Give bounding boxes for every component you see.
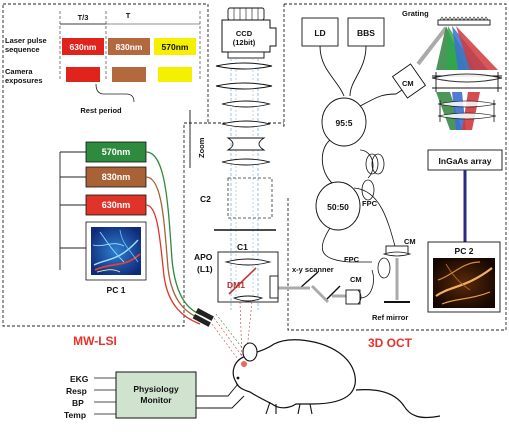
physiology-monitor: Physiology Monitor EKG Resp BP Temp bbox=[64, 371, 245, 420]
t-label: T bbox=[126, 11, 131, 20]
timing-diagram: T/3 T Laser pulse sequence Camera exposu… bbox=[5, 11, 201, 115]
ld-box bbox=[301, 17, 339, 47]
coupler-95-5-label: 95:5 bbox=[335, 118, 352, 128]
mouse bbox=[232, 339, 441, 419]
exposure-630 bbox=[66, 67, 100, 82]
input-bp: BP bbox=[72, 398, 84, 408]
pulse-label-630: 630nm bbox=[70, 42, 97, 52]
pulse-570 bbox=[154, 38, 196, 55]
oct-system: LD BBS 95:5 50:50 FPC FPC CM Ref mirror bbox=[269, 9, 503, 322]
bbs-label: BBS bbox=[357, 28, 375, 38]
ccd-label-1: CCD bbox=[236, 29, 253, 38]
coupler-50-50 bbox=[315, 181, 361, 231]
coupler-95-5 bbox=[321, 97, 367, 147]
pc1-monitor: PC 1 bbox=[85, 221, 147, 295]
oct-label: 3D OCT bbox=[368, 336, 413, 350]
mwlsi-frame bbox=[2, 3, 209, 327]
laser-630-label: 630nm bbox=[102, 200, 131, 210]
pc2-label: PC 2 bbox=[455, 246, 474, 256]
cm-sample-label: CM bbox=[350, 275, 362, 284]
ref-mirror-label: Ref mirror bbox=[372, 313, 408, 322]
grating-label: Grating bbox=[402, 9, 429, 18]
coupler-50-50-label: 50:50 bbox=[327, 202, 349, 212]
t3-label: T/3 bbox=[78, 13, 89, 22]
laser-sources: 570nm 830nm 630nm bbox=[59, 141, 251, 367]
cm-spect-label: CM bbox=[402, 79, 414, 88]
apo-label-1: APO bbox=[194, 252, 213, 262]
exposure-830 bbox=[112, 67, 146, 82]
laser-570-label: 570nm bbox=[102, 147, 131, 157]
camera-label-1: Camera bbox=[5, 67, 33, 76]
laser-label-1: Laser pulse bbox=[5, 36, 47, 45]
oct-frame bbox=[284, 3, 507, 331]
pulse-label-570: 570nm bbox=[162, 42, 189, 52]
ld-label: LD bbox=[314, 28, 325, 38]
monitor-box bbox=[115, 371, 197, 419]
c2-label: C2 bbox=[200, 194, 211, 204]
zoom-label: Zoom bbox=[197, 137, 206, 158]
laser-830-label: 830nm bbox=[102, 172, 131, 182]
c1-label: C1 bbox=[237, 242, 248, 252]
lsi-optics: CCD (12bit) Zoom C2 C1 APO (L1) DM1 bbox=[189, 7, 279, 361]
pulse-630 bbox=[62, 38, 104, 55]
input-resp: Resp bbox=[66, 386, 87, 396]
pulse-830 bbox=[108, 38, 150, 55]
apo-label-2: (L1) bbox=[197, 264, 213, 274]
cm-ref-label: CM bbox=[404, 237, 416, 246]
input-ekg: EKG bbox=[70, 374, 89, 384]
camera-label-2: exposures bbox=[5, 76, 43, 85]
pulse-label-830: 830nm bbox=[116, 42, 143, 52]
ccd-label-2: (12bit) bbox=[233, 38, 256, 47]
input-temp: Temp bbox=[64, 410, 86, 420]
dm1-label: DM1 bbox=[227, 280, 245, 290]
oct-frame-link bbox=[282, 4, 285, 127]
fpc-2-label: FPC bbox=[344, 255, 360, 264]
xy-scanner-label: x-y scanner bbox=[292, 265, 334, 274]
exposure-570 bbox=[158, 67, 192, 82]
ingaas-label: InGaAs array bbox=[439, 156, 492, 166]
lsi-image bbox=[91, 227, 141, 275]
mwlsi-label: MW-LSI bbox=[73, 334, 117, 348]
bbs-box bbox=[347, 17, 385, 47]
monitor-label-2: Monitor bbox=[140, 395, 172, 405]
monitor-label-1: Physiology bbox=[133, 384, 179, 394]
pc1-label: PC 1 bbox=[107, 285, 126, 295]
laser-label-2: sequence bbox=[5, 45, 40, 54]
fpc-1-label: FPC bbox=[362, 199, 378, 208]
rest-period-label: Rest period bbox=[80, 106, 122, 115]
